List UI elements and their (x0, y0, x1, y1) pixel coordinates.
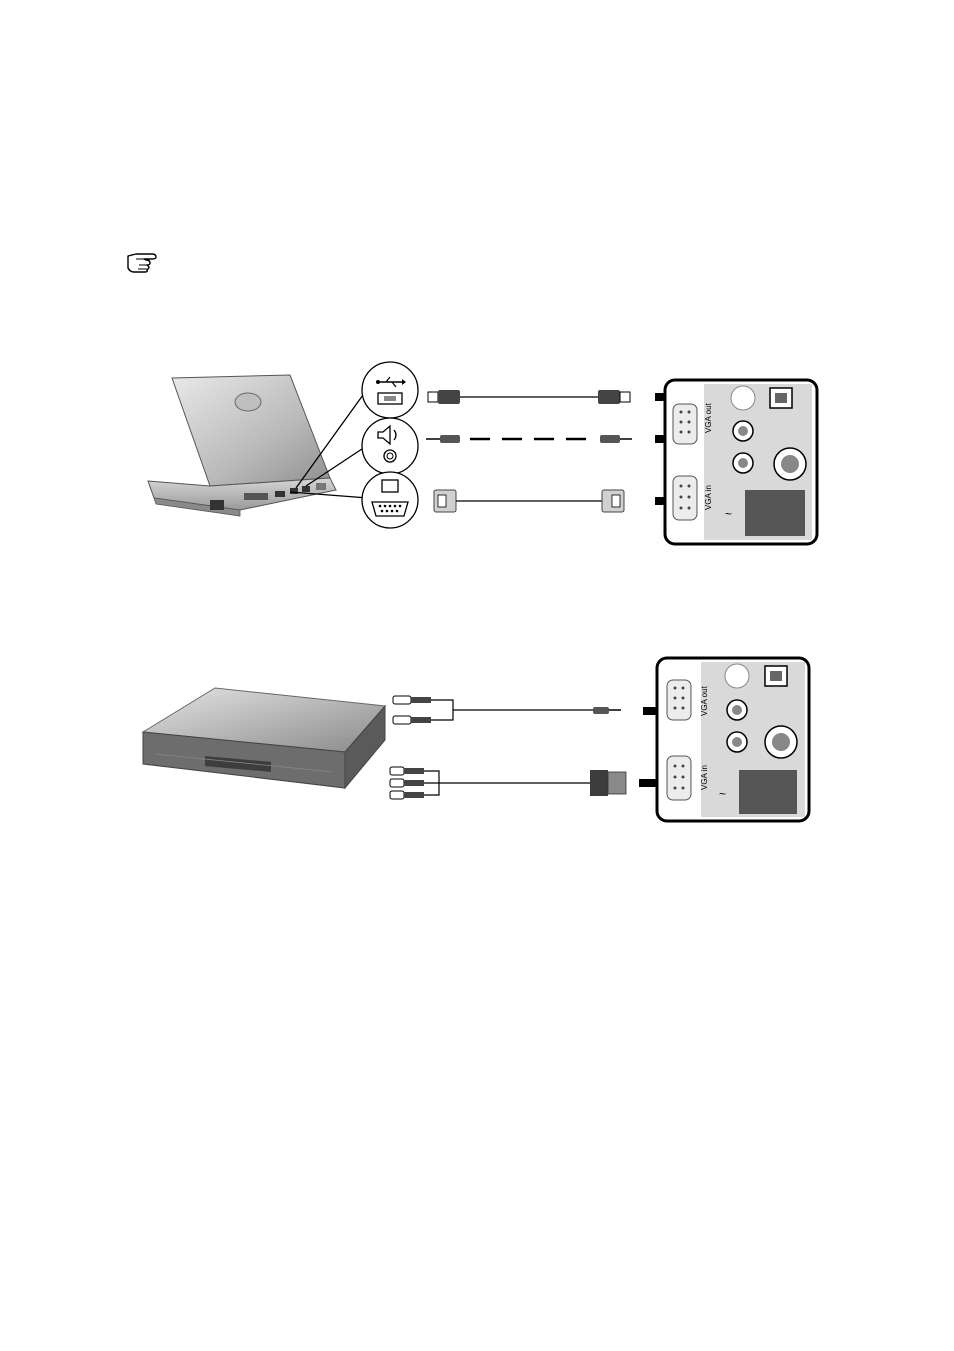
svg-text:~: ~ (725, 507, 732, 521)
video-device-connection-diagram: VGA out VGA in ~ (135, 652, 815, 827)
vga-in-label: VGA in (704, 485, 713, 510)
usb-cable (428, 390, 630, 404)
vga-cable (434, 490, 624, 512)
component-video-cable (390, 767, 626, 799)
laptop-icon (148, 375, 336, 516)
projector-panel-2: VGA out VGA in ~ (657, 658, 809, 821)
vga-out-label-2: VGA out (700, 685, 709, 716)
vga-icon (362, 472, 418, 528)
audio-cable (426, 435, 632, 443)
audio-rca-cable (393, 696, 621, 724)
video-player-icon (143, 688, 385, 788)
vga-in-label-2: VGA in (700, 765, 709, 790)
projector-panel: VGA out VGA in ~ (665, 380, 817, 544)
laptop-connection-diagram: VGA out VGA in ~ (140, 360, 830, 560)
pointing-hand-icon (126, 250, 164, 274)
vga-out-label: VGA out (704, 402, 713, 433)
svg-text:~: ~ (719, 787, 726, 801)
usb-icon (362, 362, 418, 418)
audio-icon (362, 418, 418, 474)
